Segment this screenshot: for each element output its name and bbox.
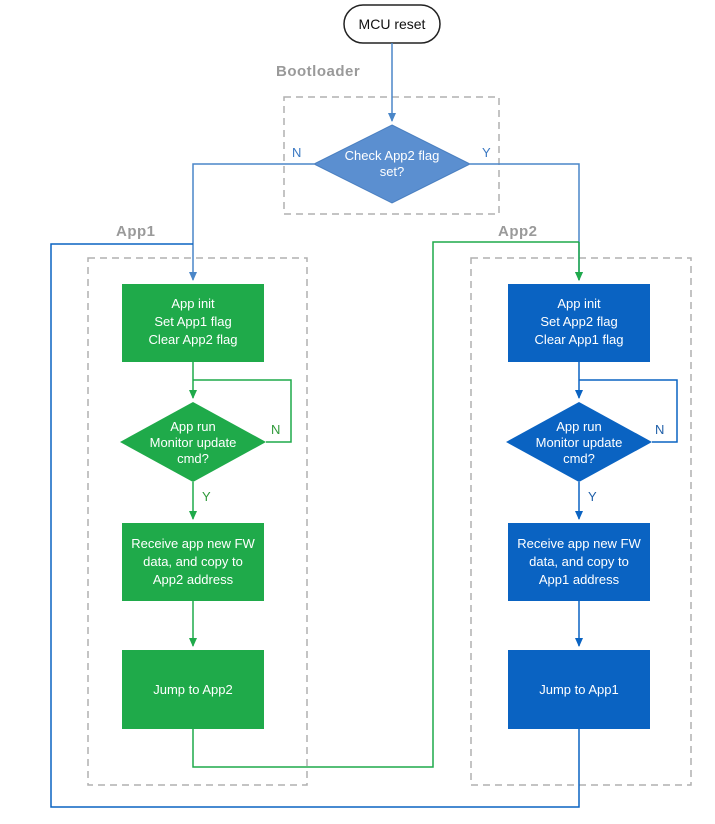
app1-receive-box: [122, 523, 264, 601]
app2-group-label: App2: [498, 223, 538, 240]
app1-jump-label: Jump to App2: [153, 682, 233, 697]
app2-jump-box: [508, 650, 650, 729]
connector-check-yes: [470, 163, 583, 281]
start-label: MCU reset: [359, 16, 426, 32]
connector-app2-loop: [579, 379, 678, 443]
app2-decision-line3: cmd?: [563, 451, 595, 466]
app2-receive-box: [508, 523, 650, 601]
app2-jump-label: Jump to App1: [539, 682, 619, 697]
app1-group-label: App1: [116, 223, 156, 240]
bootloader-yes-label: Y: [482, 145, 491, 160]
bootloader-group: [283, 96, 500, 215]
app1-init-line1: App init: [171, 296, 215, 311]
app1-init-line3: Clear App2 flag: [149, 332, 238, 347]
app1-decision-line3: cmd?: [177, 451, 209, 466]
app1-yes-label: Y: [202, 489, 211, 504]
connector-app2-jump-to-app1: [50, 243, 580, 808]
app1-init-box: [122, 284, 264, 362]
app1-receive-line3: App2 address: [153, 572, 234, 587]
app2-receive-line1: Receive app new FW: [517, 536, 641, 551]
app2-decision: [506, 402, 652, 482]
app1-group: [87, 257, 308, 786]
app2-init-box: [508, 284, 650, 362]
bootloader-decision-line1: Check App2 flag: [345, 148, 440, 163]
app1-receive-line1: Receive app new FW: [131, 536, 255, 551]
connector-app1-jump-to-app2: [192, 241, 579, 768]
app1-decision-line2: Monitor update: [150, 435, 237, 450]
app1-init-line2: Set App1 flag: [154, 314, 231, 329]
app2-init-line2: Set App2 flag: [540, 314, 617, 329]
app2-loop-label: N: [655, 422, 664, 437]
app2-yes-label: Y: [588, 489, 597, 504]
app2-init-line1: App init: [557, 296, 601, 311]
app1-loop-label: N: [271, 422, 280, 437]
app1-receive-line2: data, and copy to: [143, 554, 243, 569]
app2-decision-line2: Monitor update: [536, 435, 623, 450]
bootloader-decision: [312, 124, 472, 204]
bootloader-group-label: Bootloader: [276, 63, 360, 80]
app1-decision-line1: App run: [170, 419, 216, 434]
app2-receive-line3: App1 address: [539, 572, 620, 587]
app2-group: [470, 257, 692, 786]
app2-init-line3: Clear App1 flag: [535, 332, 624, 347]
connector-check-no: [189, 163, 314, 281]
bootloader-no-label: N: [292, 145, 301, 160]
connector-app1-loop: [193, 379, 292, 443]
app2-receive-line2: data, and copy to: [529, 554, 629, 569]
app2-decision-line1: App run: [556, 419, 602, 434]
app1-decision: [120, 402, 266, 482]
app1-jump-box: [122, 650, 264, 729]
bootloader-decision-line2: set?: [380, 164, 405, 179]
